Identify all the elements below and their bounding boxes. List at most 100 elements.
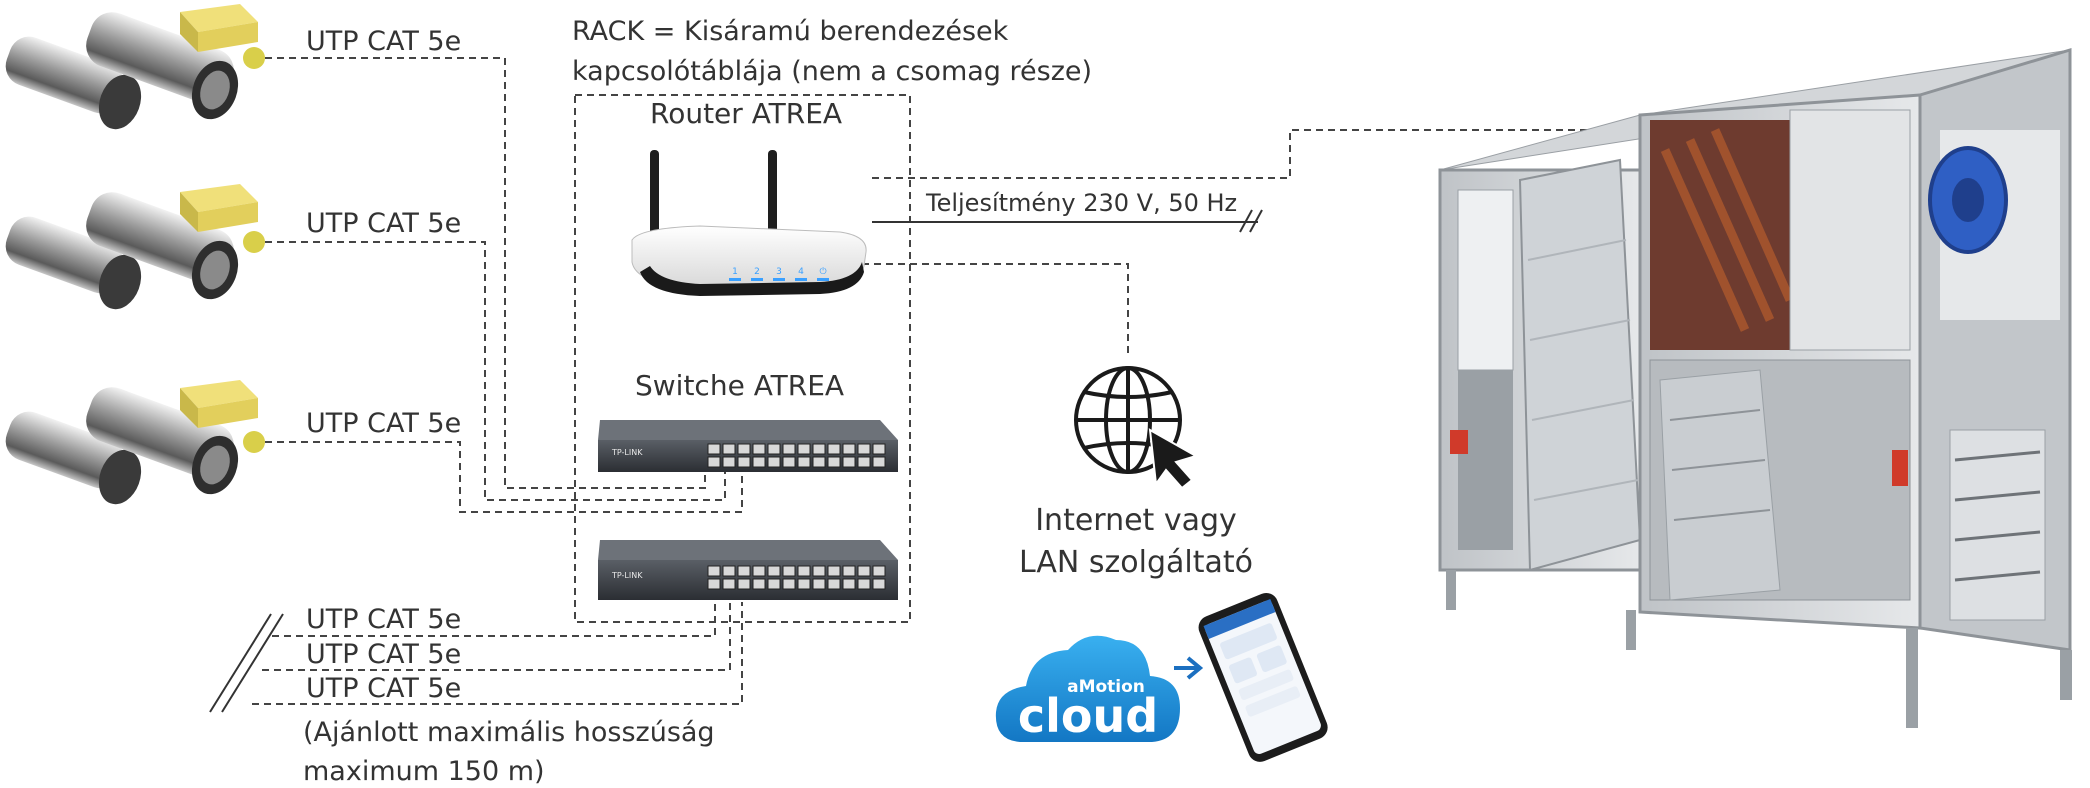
cable-router-internet	[862, 263, 1129, 355]
cable-break-marks	[209, 209, 1263, 713]
switch-port	[767, 565, 781, 577]
switch-port	[707, 578, 721, 590]
globe-icon	[1074, 366, 1182, 474]
switch-port	[767, 443, 781, 455]
cable-lines	[252, 57, 1600, 705]
sensor-connector-dot	[243, 231, 265, 253]
router-title: Router ATREA	[650, 97, 842, 130]
cloud-big-text: cloud	[1018, 689, 1158, 743]
internet-label-line2: LAN szolgáltató	[1019, 545, 1253, 580]
switch-title: Switche ATREA	[635, 369, 844, 402]
duct-sensor-group-2	[5, 184, 265, 310]
switch-port	[737, 443, 751, 455]
cable-sensor-3	[265, 441, 743, 513]
power-label: Teljesítmény 230 V, 50 Hz	[925, 189, 1237, 217]
router-antenna-right	[768, 150, 777, 236]
utp-label-1: UTP CAT 5e	[306, 26, 461, 57]
utp-label-6: UTP CAT 5e	[306, 673, 461, 704]
router-port-label: 4	[798, 267, 804, 277]
switch-port	[827, 578, 841, 590]
router-port-label: 2	[754, 267, 760, 277]
switch-port	[767, 578, 781, 590]
switch-brand-1: TP-LINK	[611, 448, 643, 457]
duct-sensor-group-3	[5, 380, 265, 505]
switch-port	[827, 456, 841, 468]
duct-sensor-group-1	[5, 4, 265, 130]
switch-port	[857, 443, 871, 455]
switch-port	[722, 565, 736, 577]
length-note-line2: maximum 150 m)	[303, 756, 545, 787]
router-port-led	[751, 278, 763, 281]
utp-label-5: UTP CAT 5e	[306, 639, 461, 670]
switch-port	[797, 456, 811, 468]
utp-label-3: UTP CAT 5e	[306, 408, 461, 439]
sensor-box-icon	[180, 380, 258, 408]
switch-port	[737, 456, 751, 468]
switch-port	[842, 443, 856, 455]
switch-port	[872, 443, 886, 455]
internet-label-line1: Internet vagy	[1035, 503, 1237, 538]
smartphone-icon	[1198, 592, 1328, 762]
switch-port	[857, 565, 871, 577]
cable-sensor-2	[265, 241, 726, 501]
arrow-right-icon	[1174, 656, 1204, 680]
utp-label-2: UTP CAT 5e	[306, 208, 461, 239]
router-port-led	[795, 278, 807, 281]
switch-port	[797, 578, 811, 590]
rack-title-line1: RACK = Kisáramú berendezések	[572, 16, 1009, 47]
switch-port	[812, 443, 826, 455]
switch-port	[872, 565, 886, 577]
router-port-label: 3	[776, 267, 782, 277]
sensor-connector-dot	[243, 47, 265, 69]
cable-out-1	[272, 602, 716, 637]
switch-port	[782, 578, 796, 590]
switch-port	[782, 443, 796, 455]
air-handling-unit	[1438, 47, 2072, 728]
cable-router-unit	[872, 129, 1600, 179]
rack-title-line2: kapcsolótáblája (nem a csomag része)	[572, 56, 1092, 87]
cable-out-3	[252, 602, 743, 705]
switch-port	[752, 443, 766, 455]
switch-port	[722, 443, 736, 455]
sensor-box-icon	[180, 4, 258, 32]
switch-port	[872, 456, 886, 468]
router-port-label: 1	[732, 267, 738, 277]
cloud-small-text: aMotion	[1067, 677, 1145, 697]
switch-port	[812, 456, 826, 468]
switch-port	[722, 456, 736, 468]
router-antenna-left	[650, 150, 659, 242]
switch-port	[812, 578, 826, 590]
switch-port	[797, 443, 811, 455]
switch-port	[737, 565, 751, 577]
switch-port	[827, 565, 841, 577]
switch-port	[842, 578, 856, 590]
heat-exchanger	[1518, 158, 1642, 572]
switch-port	[827, 443, 841, 455]
cursor-icon	[1148, 428, 1199, 490]
cable-sensor-1	[265, 57, 706, 489]
damper-red-right	[1892, 450, 1908, 486]
switch-port	[872, 578, 886, 590]
router-port-label: ⏻	[819, 266, 826, 277]
cable-out-2	[262, 602, 731, 671]
length-note-line1: (Ajánlott maximális hosszúság	[303, 717, 715, 748]
rack-outline	[574, 94, 911, 623]
damper-red-left	[1450, 430, 1468, 454]
switch-port	[707, 565, 721, 577]
sensor-box-icon	[180, 184, 258, 212]
switch-port	[707, 456, 721, 468]
switch-port	[842, 565, 856, 577]
switch-port	[752, 456, 766, 468]
utp-label-4: UTP CAT 5e	[306, 604, 461, 635]
router-port-led	[773, 278, 785, 281]
switch-port	[737, 578, 751, 590]
switch-port	[782, 456, 796, 468]
switch-port	[782, 565, 796, 577]
switch-port	[752, 578, 766, 590]
switch-port	[842, 456, 856, 468]
switch-port	[797, 565, 811, 577]
router-port-led	[729, 278, 741, 281]
router-port-led	[817, 278, 829, 281]
amotion-cloud-logo: aMotion cloud	[995, 635, 1180, 743]
